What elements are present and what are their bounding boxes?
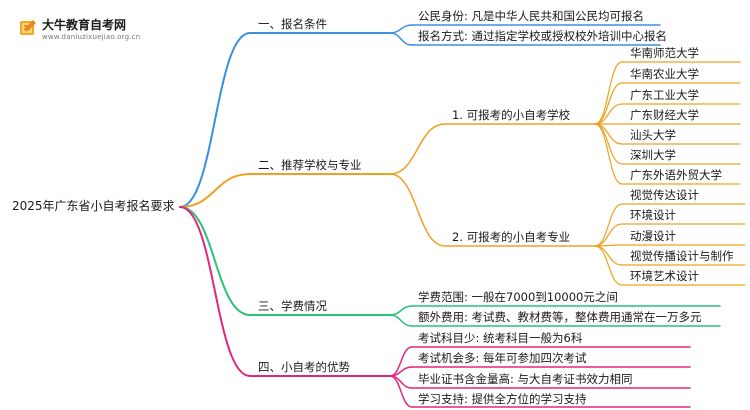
branch-advantages[interactable]: 四、小自考的优势 <box>258 360 350 374</box>
connector-line <box>389 123 446 175</box>
group-majors[interactable]: 2. 可报考的小自考专业 <box>452 230 571 244</box>
connector-line <box>594 245 623 266</box>
connector-line <box>594 223 623 247</box>
connector-line <box>594 203 623 247</box>
connector-line <box>179 206 251 377</box>
leaf-fewer-subjects[interactable]: 考试科目少: 统考科目一般为6科 <box>418 331 583 345</box>
connector-line <box>179 173 251 208</box>
connector-line <box>594 245 623 286</box>
connector-line <box>389 24 413 34</box>
major-item[interactable]: 视觉传播设计与制作 <box>630 249 734 263</box>
connector-line <box>389 375 413 408</box>
leaf-more-exams[interactable]: 考试机会多: 每年可参加四次考试 <box>418 351 587 365</box>
major-item[interactable]: 环境艺术设计 <box>630 269 699 283</box>
major-item[interactable]: 视觉传达设计 <box>630 188 699 202</box>
branch-tuition[interactable]: 三、学费情况 <box>258 299 327 313</box>
group-schools[interactable]: 1. 可报考的小自考学校 <box>452 108 571 122</box>
connector-line <box>389 173 446 247</box>
school-item[interactable]: 广东工业大学 <box>630 88 699 102</box>
leaf-learning-support[interactable]: 学习支持: 提供全方位的学习支持 <box>418 392 587 406</box>
connector-line <box>389 305 413 316</box>
leaf-citizenship[interactable]: 公民身份: 凡是中华人民共和国公民均可报名 <box>418 9 645 23</box>
logo-title: 大牛教育自考网 <box>42 18 127 32</box>
connector-line <box>389 314 413 327</box>
school-item[interactable]: 华南农业大学 <box>630 67 699 81</box>
school-item[interactable]: 广东财经大学 <box>630 108 699 122</box>
connector-line <box>594 123 623 185</box>
connector-line <box>179 32 251 208</box>
leaf-registration-method[interactable]: 报名方式: 通过指定学校或授权校外培训中心报名 <box>418 29 668 43</box>
leaf-tuition-range[interactable]: 学费范围: 一般在7000到10000元之间 <box>418 290 618 304</box>
school-item[interactable]: 华南师范大学 <box>630 46 699 60</box>
leaf-extra-fees[interactable]: 额外费用: 考试费、教材费等，整体费用通常在一万多元 <box>418 310 702 324</box>
school-item[interactable]: 深圳大学 <box>630 148 676 162</box>
root-node[interactable]: 2025年广东省小自考报名要求 <box>12 199 175 213</box>
leaf-certificate-value[interactable]: 毕业证书含金量高: 与大自考证书效力相同 <box>418 372 633 386</box>
logo-subtitle: www.daniuzixuejiao.org.cn <box>42 33 141 41</box>
connector-line <box>389 32 413 46</box>
connector-line <box>179 206 251 316</box>
connector-line <box>594 82 623 125</box>
book-logo-icon <box>20 20 36 35</box>
branch-recommended-schools-majors[interactable]: 二、推荐学校与专业 <box>258 158 362 172</box>
major-item[interactable]: 环境设计 <box>630 208 676 222</box>
school-item[interactable]: 汕头大学 <box>630 128 676 142</box>
connector-line <box>594 123 623 165</box>
major-item[interactable]: 动漫设计 <box>630 229 676 243</box>
branch-registration-conditions[interactable]: 一、报名条件 <box>258 17 327 31</box>
school-item[interactable]: 广东外语外贸大学 <box>630 168 722 182</box>
